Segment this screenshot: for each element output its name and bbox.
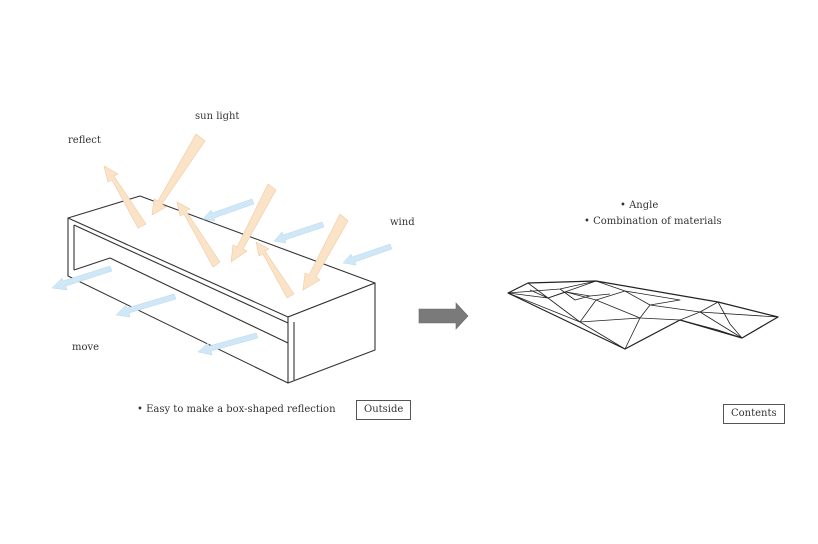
- combination-text: • Combination of materials: [584, 216, 722, 227]
- sun-light-arrows: [151, 133, 349, 291]
- box-shelf: [73, 257, 289, 344]
- box-inner-top: [73, 224, 289, 324]
- faceted-surface: [507, 280, 779, 350]
- sun-arrow: [302, 213, 349, 291]
- sun-light-label: sun light: [195, 111, 240, 122]
- wind-arrow: [273, 221, 325, 244]
- box-structure: [67, 195, 376, 384]
- outside-box-label: Outside: [356, 400, 412, 420]
- reflect-arrow: [103, 165, 147, 229]
- move-label: move: [72, 342, 100, 353]
- surface-outline: [507, 280, 779, 350]
- sun-arrow: [230, 183, 277, 263]
- wind-arrow: [115, 293, 177, 318]
- reflect-label: reflect: [68, 135, 101, 146]
- wind-arrow: [51, 265, 113, 291]
- wind-arrows: [51, 198, 393, 356]
- wind-label: wind: [390, 217, 415, 228]
- sun-arrow: [151, 133, 206, 216]
- reflect-arrow: [255, 241, 295, 299]
- easy-reflection-text: • Easy to make a box-shaped reflection: [137, 404, 336, 415]
- wind-arrow: [202, 198, 255, 222]
- wind-arrow: [197, 332, 259, 356]
- reflect-arrows: [103, 165, 295, 299]
- contents-box-label: Contents: [723, 404, 785, 424]
- box-front-face: [287, 282, 376, 384]
- transition-arrow: [418, 302, 469, 330]
- angle-text: • Angle: [620, 200, 659, 211]
- reflect-arrow: [176, 201, 221, 268]
- wind-arrow: [342, 243, 393, 266]
